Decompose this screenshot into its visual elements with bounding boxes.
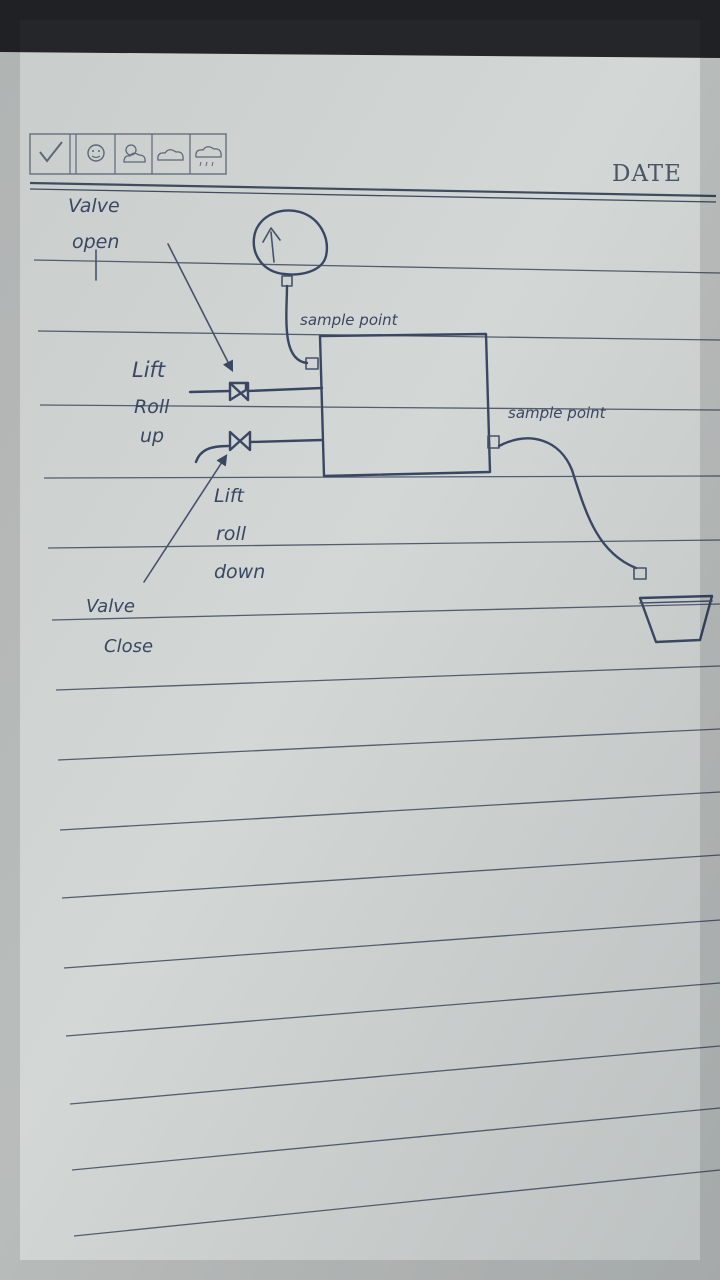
lift-roll-down-label-1: Lift [214,485,246,507]
rain-icon [195,146,222,167]
lift-roll-down-label-2: roll [216,523,247,545]
sample-point-square-right [487,435,500,449]
lower-pipe-left [194,444,230,464]
smiley-sun-icon [87,144,105,162]
weather-icon-strip [29,133,227,175]
valve-close-label-2: Close [104,636,153,657]
valve-open-label-2: open [72,231,119,253]
sample-point-label-right: sample point [508,404,607,422]
valve-close-arrow [143,454,228,583]
gauge-needle [270,231,275,263]
hose-end-square [633,567,647,580]
upper-pipe-right [246,386,324,393]
bucket-rim [639,600,713,604]
gauge-needle-arrow [262,227,281,243]
sample-point-label-top: sample point [300,311,399,329]
pressure-gauge-icon [252,209,329,276]
bucket-icon [638,594,714,644]
paper-sheet [0,52,720,1280]
valve-icon-lower [228,430,252,452]
lift-roll-up-label-1: Lift [132,358,166,382]
cloud-icon [157,149,184,161]
lift-roll-up-label-2: Roll [134,396,170,418]
check-icon [39,141,63,163]
ruled-lines [33,259,720,1237]
tank [318,332,492,478]
upper-pipe-left [188,389,232,394]
valve-open-label-1: Valve [68,195,120,217]
header-rule-bottom [29,188,717,203]
valve-close-label-1: Valve [86,596,135,617]
sampling-hose [497,437,638,570]
valve-left-half [228,381,248,402]
lift-roll-down-label-3: down [214,561,265,583]
valve-open-arrow [167,243,234,372]
partly-cloudy-icon [123,144,146,163]
lower-pipe-right [248,438,324,444]
gauge-line [285,284,309,365]
date-label: DATE [612,161,682,187]
lift-roll-up-label-3: up [140,425,164,447]
header-rule-top [29,181,717,198]
